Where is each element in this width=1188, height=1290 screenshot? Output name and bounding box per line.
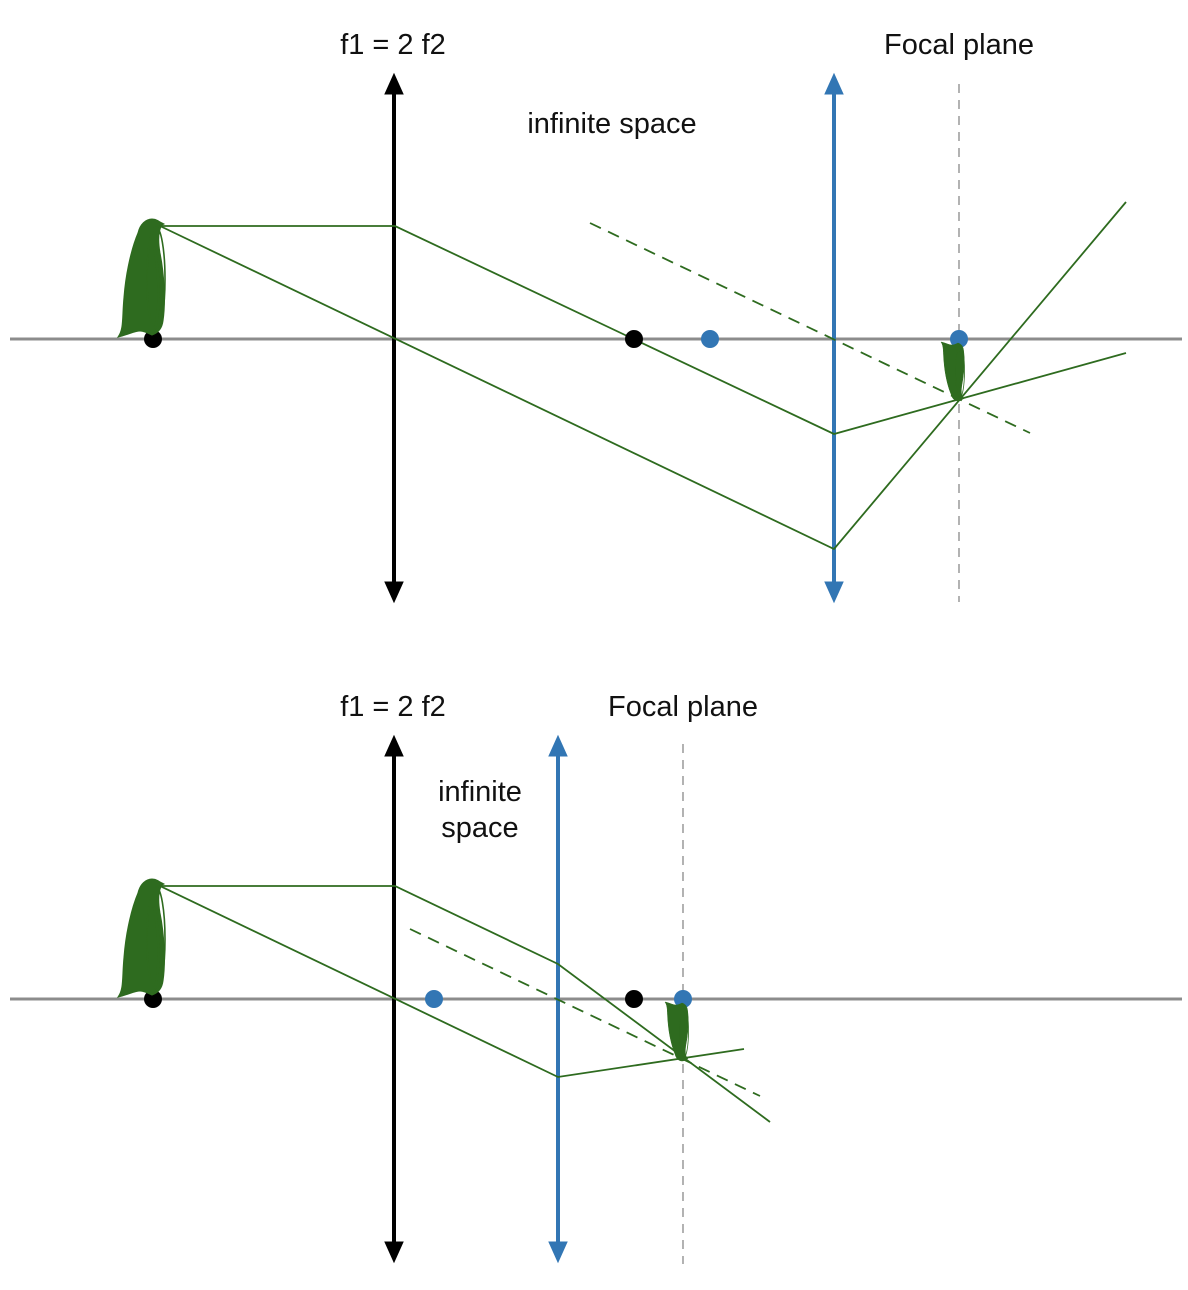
lens-1 [384,734,404,1264]
parallel-ray [160,225,1127,435]
parallel-ray [160,885,771,1123]
rays [159,201,1127,551]
infinite-space-label: space [441,812,518,844]
penguin-icon [116,877,167,999]
lens-ratio-label: f1 = 2 f2 [340,29,446,61]
lens-1 [384,72,404,604]
focal-point-lens1-object [144,330,162,348]
lens-2 [548,734,568,1264]
panel-top: f1 = 2 f2 infinite space Focal plane [10,29,1182,604]
construction-ray [409,928,761,1097]
focal-point-lens2-back [950,330,968,348]
focal-point-lens1-image [625,990,643,1008]
infinite-space-label: infinite [438,776,522,808]
focal-point-lens1-object [144,990,162,1008]
chief-ray [159,885,745,1078]
focal-point-lens2-front [425,990,443,1008]
focal-point-lens1-image [625,330,643,348]
chief-ray [159,201,1127,551]
panel-bottom: f1 = 2 f2 infinite space Focal plane [10,691,1182,1264]
construction-ray [589,222,1031,434]
infinite-space-label: infinite space [527,108,696,140]
focal-point-lens2-front [701,330,719,348]
lens-ratio-label: f1 = 2 f2 [340,691,446,723]
focal-plane-label: Focal plane [608,691,758,723]
focal-point-lens2-back [674,990,692,1008]
penguin-image-icon [940,341,966,402]
penguin-icon [116,217,167,339]
focal-plane-label: Focal plane [884,29,1034,61]
